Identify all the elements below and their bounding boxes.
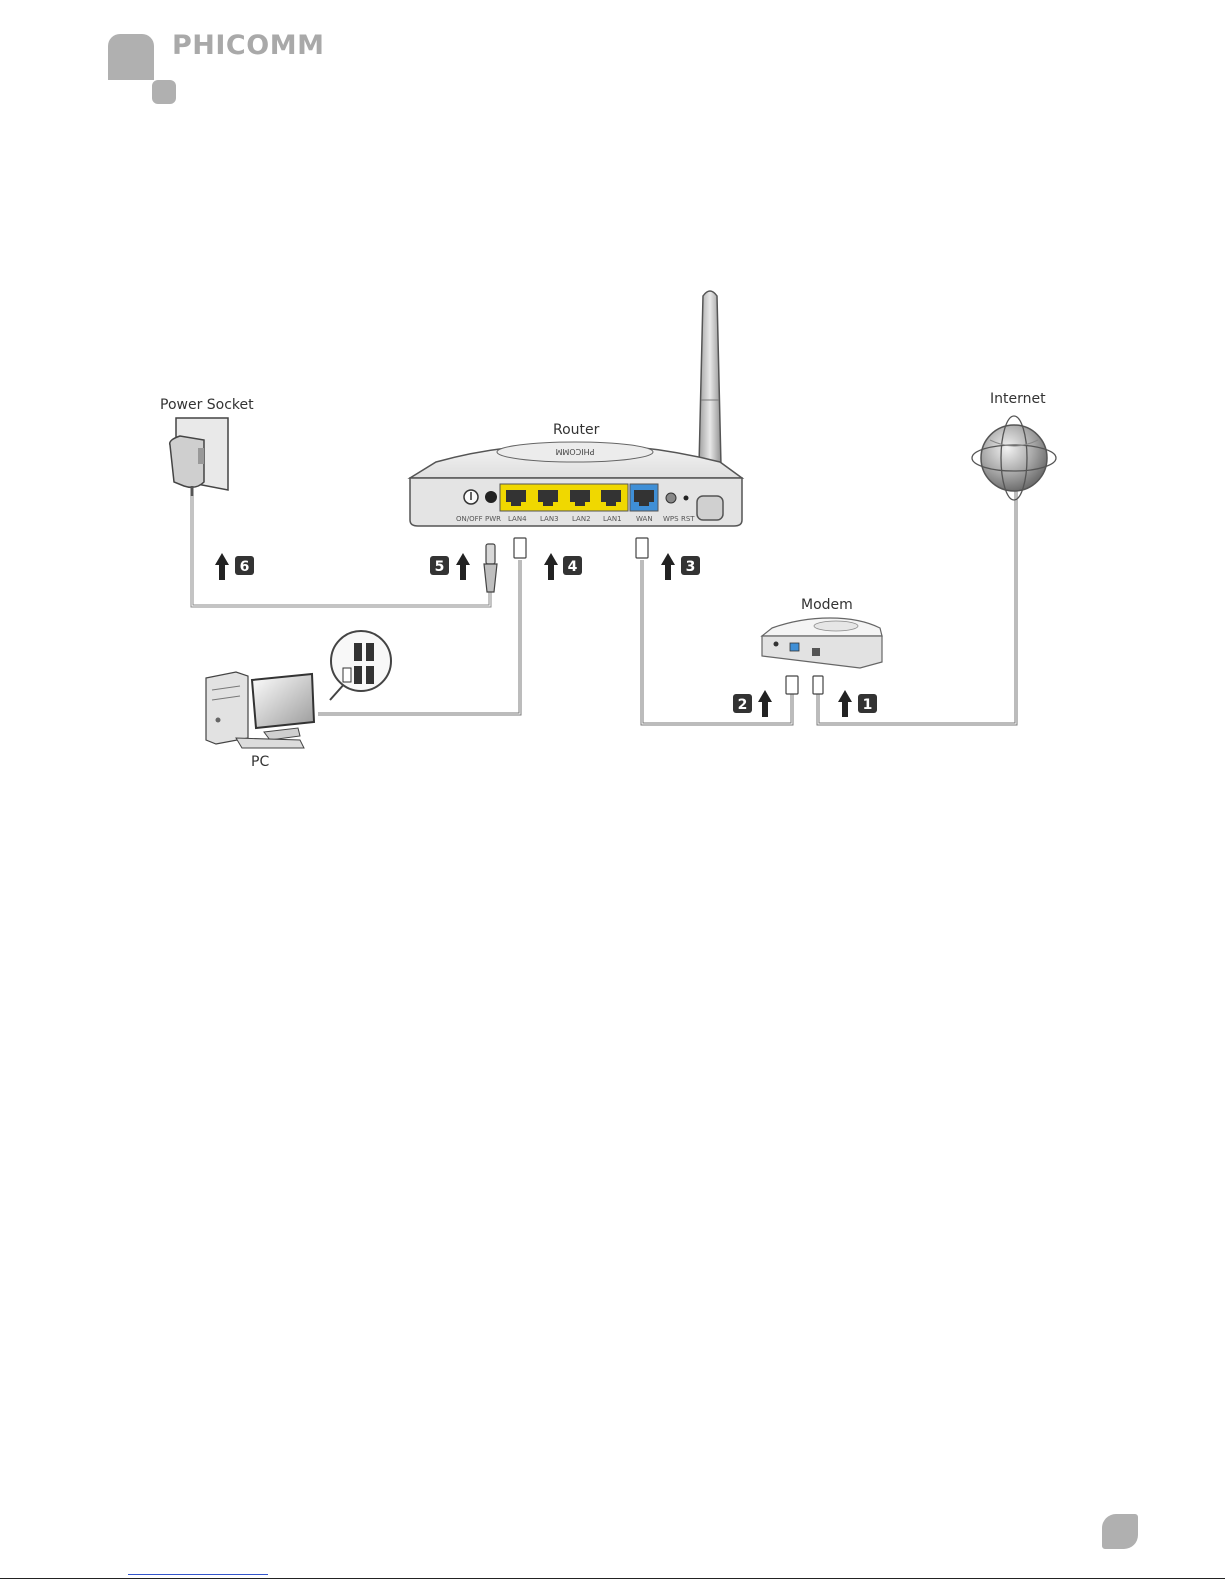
modem-lan-plug-icon xyxy=(786,676,798,694)
arrow-up-icon xyxy=(544,553,558,580)
label-internet: Internet xyxy=(990,391,1046,407)
connectors xyxy=(484,538,823,694)
port-label-pwr: PWR xyxy=(485,515,501,523)
arrow-up-icon xyxy=(838,690,852,717)
port-label-lan1: LAN1 xyxy=(603,515,622,523)
globe-icon xyxy=(972,416,1056,500)
port-label-onoff: ON/OFF xyxy=(456,515,483,523)
step-badge-1: 1 xyxy=(858,694,877,713)
label-modem: Modem xyxy=(801,597,853,613)
port-label-lan3: LAN3 xyxy=(540,515,559,523)
power-socket-icon xyxy=(170,418,228,496)
footer-divider xyxy=(0,1578,1225,1579)
modem-icon xyxy=(762,618,882,668)
label-router: Router xyxy=(553,422,600,438)
wps-button-icon xyxy=(666,493,676,503)
step-badge-6: 6 xyxy=(235,556,254,575)
modem-line-plug-icon xyxy=(813,676,823,694)
step-number: 3 xyxy=(686,559,696,575)
pc-ports-zoom-icon xyxy=(330,631,391,700)
reset-hole-icon xyxy=(684,496,689,501)
footer-link-underline[interactable] xyxy=(128,1574,268,1575)
step-number: 6 xyxy=(240,559,250,575)
port-label-wan: WAN xyxy=(636,515,653,523)
router-icon: PHICOMM ON/OFF PWR LAN4 LAN3 xyxy=(410,442,742,526)
router-brand-label: PHICOMM xyxy=(555,447,594,456)
port-label-lan4: LAN4 xyxy=(508,515,527,523)
port-label-rst: RST xyxy=(681,515,695,523)
step-number: 2 xyxy=(738,697,748,713)
power-plug-icon xyxy=(486,544,495,564)
port-label-lan2: LAN2 xyxy=(572,515,591,523)
arrow-up-icon xyxy=(456,553,470,580)
step-badge-3: 3 xyxy=(681,556,700,575)
pc-icon xyxy=(206,672,314,748)
label-power-socket: Power Socket xyxy=(160,397,254,413)
page-number-tab xyxy=(1102,1514,1138,1549)
label-pc: PC xyxy=(251,754,269,770)
arrow-up-icon xyxy=(661,553,675,580)
step-number: 4 xyxy=(568,559,578,575)
power-jack-icon xyxy=(485,491,497,503)
connection-diagram: Power Socket PHICOMM xyxy=(0,0,1225,800)
step-badge-4: 4 xyxy=(563,556,582,575)
lan-plug-icon xyxy=(514,538,526,558)
step-badge-2: 2 xyxy=(733,694,752,713)
step-number: 5 xyxy=(435,559,445,575)
port-label-wps: WPS xyxy=(663,515,679,523)
step-badge-5: 5 xyxy=(430,556,449,575)
arrow-up-icon xyxy=(215,553,229,580)
step-number: 1 xyxy=(863,697,873,713)
arrow-up-icon xyxy=(758,690,772,717)
wan-plug-icon xyxy=(636,538,648,558)
